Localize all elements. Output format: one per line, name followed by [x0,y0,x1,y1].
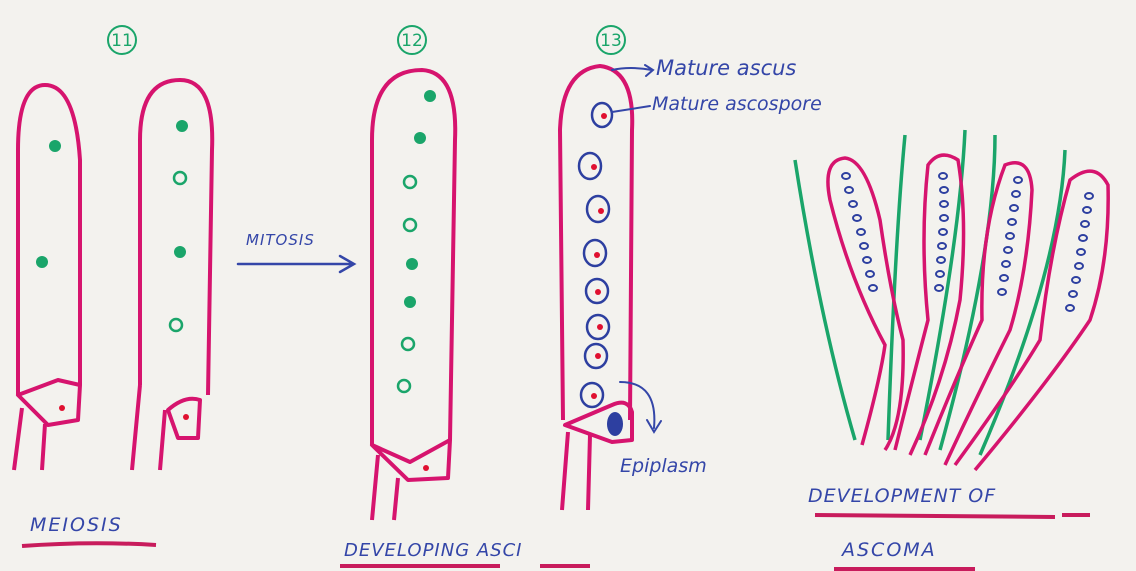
ascospore [584,240,606,266]
nucleus [406,258,418,270]
ascospore [581,383,603,407]
stage-11: 11 MEIOSIS [14,26,212,546]
crozier-nucleus [423,465,429,471]
ascospores [579,103,612,407]
nucleus-hollow [402,338,414,350]
label-mature-ascus: Mature ascus [656,56,796,80]
nucleus [424,90,436,102]
pointer-arrow-icon [620,382,661,432]
ascospore [592,103,612,127]
arrow-right-icon [238,256,354,272]
underline-meiosis [22,543,156,546]
nucleus [176,120,188,132]
stage-12: 12 [372,26,455,520]
ascospore [586,279,608,303]
nucleus [404,296,416,308]
nucleus [49,140,61,152]
ascoma-ascus-2 [895,155,964,455]
nucleus [414,132,426,144]
crozier-nucleus [59,405,65,411]
ascus-crozier [372,440,450,480]
stage-number-13: 13 [600,31,622,51]
stage-number-11: 11 [111,31,133,51]
ascoma: DEVELOPMENT OF ASCOMA [795,130,1108,569]
ascospore [587,196,609,222]
stage-13: 13 Mature ascus Mature ascospore Epiplas… [560,26,822,510]
label-development-of: DEVELOPMENT OF [808,485,996,507]
ascospore [585,344,607,368]
nucleus-hollow [404,219,416,231]
epiplasm-blob [607,412,623,436]
label-mature-ascospore: Mature ascospore [652,93,822,115]
nucleus-hollow [170,319,182,331]
ascus-1-crozier [18,380,80,425]
label-ascoma: ASCOMA [840,539,937,561]
nucleus [36,256,48,268]
ascus-1-outline [18,85,80,395]
nucleus [174,246,186,258]
paraphysis [795,160,855,440]
stage-number-12: 12 [401,31,423,51]
ascus-stalk [562,432,590,510]
ascospore [579,153,601,179]
nucleus-hollow [398,380,410,392]
label-meiosis: MEIOSIS [30,514,123,536]
ascus-2-stalk [132,385,165,470]
label-epiplasm: Epiplasm [620,455,707,477]
ascus-outline [372,70,455,445]
mitosis-arrow: MITOSIS [238,231,354,272]
underline-development [815,515,1055,517]
nucleus-hollow [404,176,416,188]
nucleus-hollow [174,172,186,184]
label-mitosis: MITOSIS [246,231,315,249]
crozier-nucleus [183,414,189,420]
ascospore [587,315,609,339]
label-developing-asci: DEVELOPING ASCI [344,540,522,561]
ascus-2-outline [140,80,212,395]
